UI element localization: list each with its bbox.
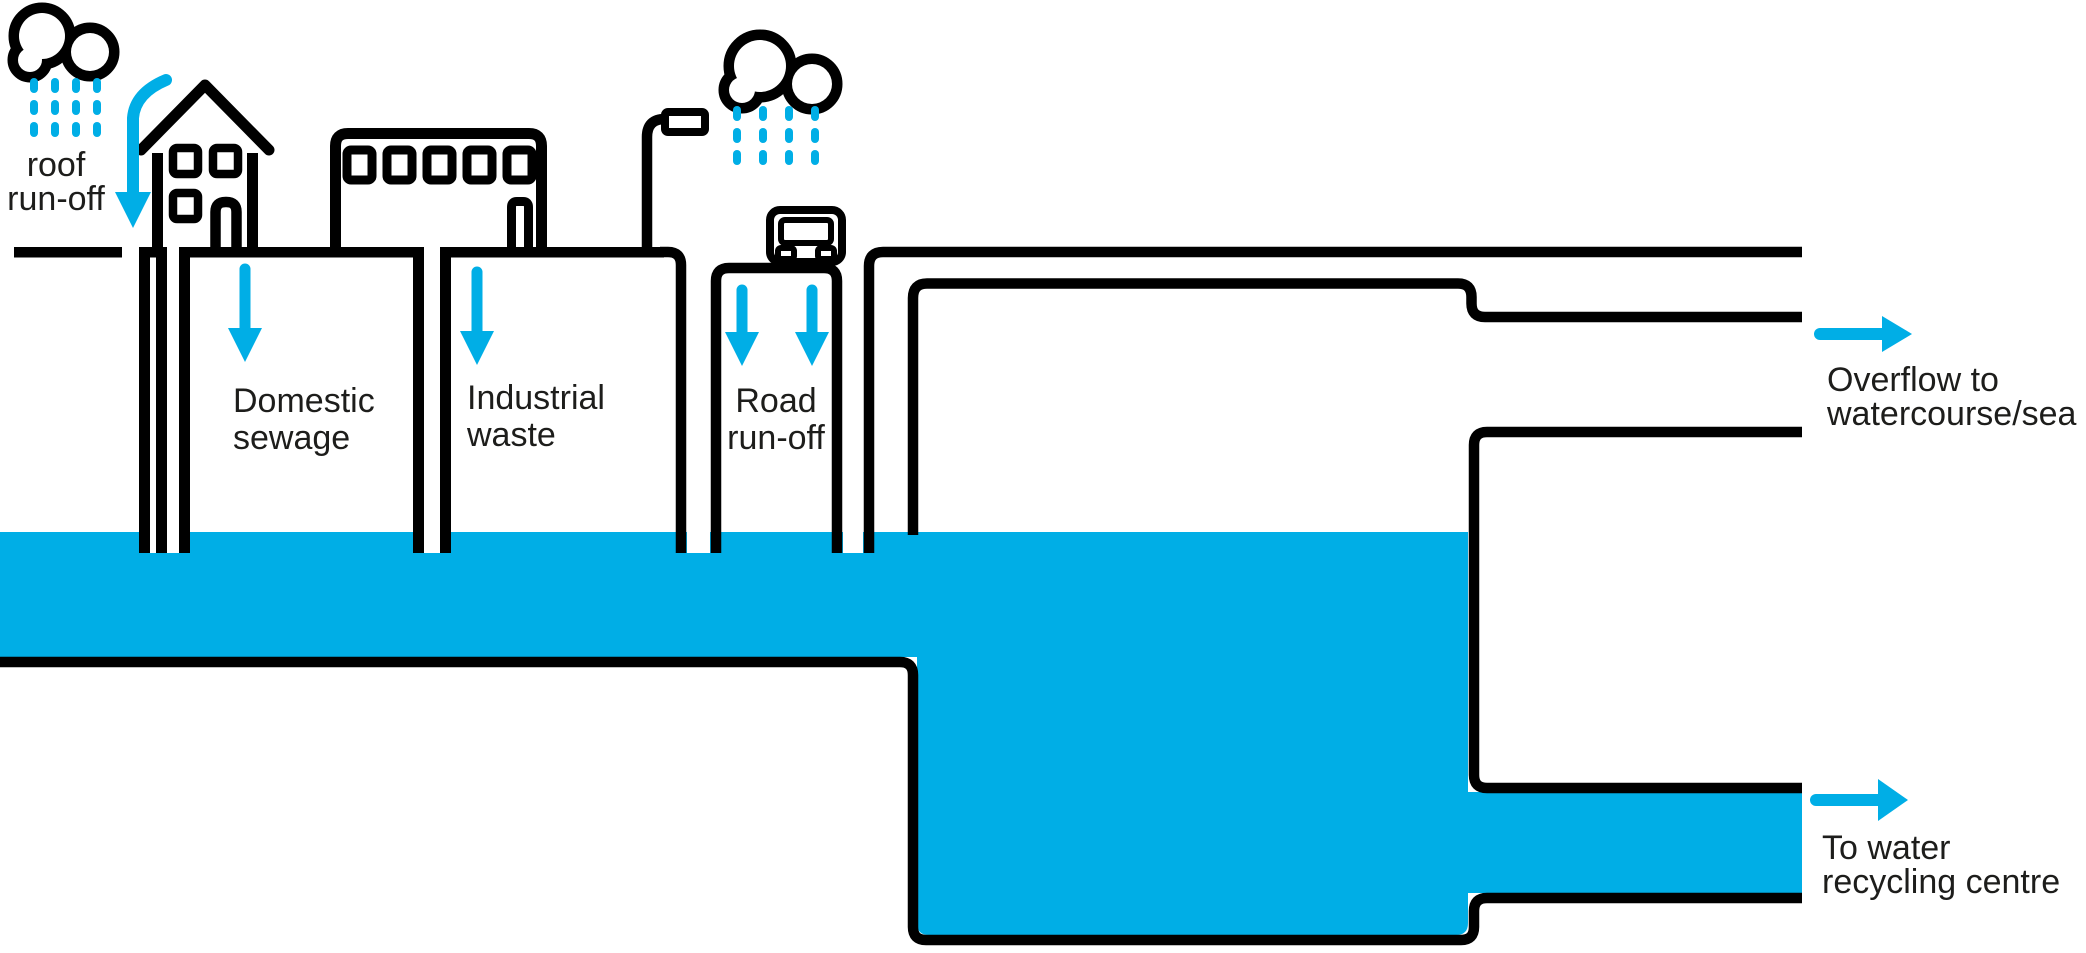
label-recycling: To water recycling centre [1822,831,2060,899]
storage-tank [0,278,1802,946]
factory-door [507,197,533,252]
water-fill [0,532,1802,935]
label-overflow-line2: watercourse/sea [1827,395,2077,433]
label-industrial-line1: Industrial [467,379,605,417]
road-down-arrow-icon-2 [795,284,829,366]
label-recycling-line2: recycling centre [1822,863,2061,901]
house-icon [135,79,275,257]
label-domestic-line1: Domestic [233,382,375,420]
rain-left [30,78,101,137]
overflow-right-arrow-icon [1814,316,1912,352]
label-overflow-line1: Overflow to [1827,361,1999,399]
label-road-runoff: Road run-off [727,383,825,457]
road-down-arrow-icon-1 [725,284,759,366]
roof-runoff-arrow-icon [115,74,172,228]
bus-icon [766,206,846,272]
tank-bottom-and-outlet [0,656,1802,946]
industrial-down-arrow-icon [460,266,494,365]
label-recycling-line1: To water [1822,829,1951,867]
label-roof-runoff-line2: run-off [7,180,105,218]
pipe-walls [139,247,451,553]
label-road-line1: Road [735,382,817,420]
rain-right [733,106,819,165]
domestic-down-arrow-icon [228,263,262,362]
street-lamp-icon [641,108,709,252]
label-domestic-line2: sewage [233,419,351,457]
label-overflow: Overflow to watercourse/sea [1827,363,2076,431]
label-industrial-line2: waste [467,416,556,454]
road-gulley [660,246,1802,553]
house-door [210,196,242,257]
flow-arrows [115,74,1912,821]
pipe-interior-dips [150,532,863,553]
label-industrial-waste: Industrial waste [467,380,605,454]
factory-icon [330,128,547,252]
label-road-line2: run-off [727,419,825,457]
tank-inner-top-wall [907,278,1802,535]
label-roof-runoff-line1: roof [26,146,86,184]
label-domestic-sewage: Domestic sewage [233,383,375,457]
rain-cloud-icon-left [7,2,120,83]
rain-cloud-icon-right [718,29,843,115]
label-roof-runoff: roof run-off [7,148,105,216]
ground-line [14,247,664,258]
recycling-right-arrow-icon [1810,779,1908,821]
house-windows [168,143,243,224]
factory-windows [342,145,537,185]
overflow-weir-wall [1468,426,1802,794]
